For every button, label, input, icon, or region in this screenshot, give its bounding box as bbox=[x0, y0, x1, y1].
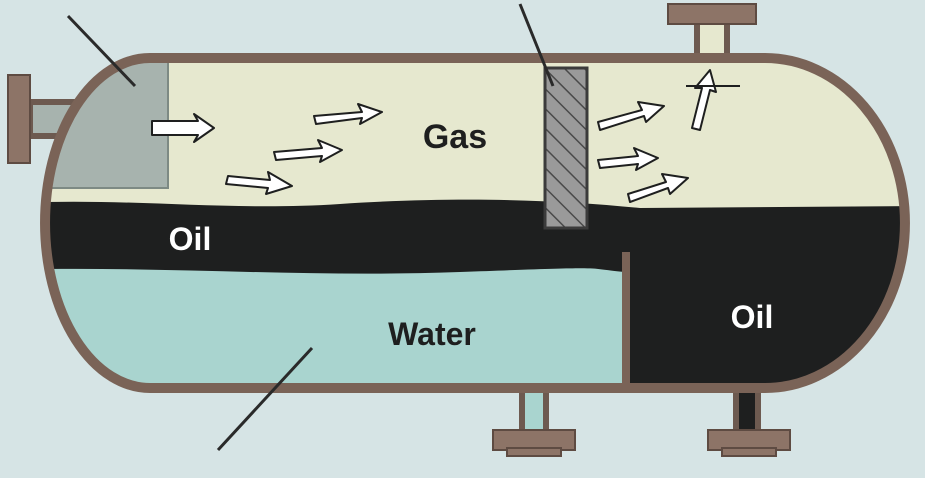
flow-arrow bbox=[273, 139, 343, 163]
flow-arrow bbox=[597, 147, 659, 171]
flow-arrow bbox=[597, 101, 665, 131]
flow-arrow bbox=[151, 113, 215, 143]
vessel-wall bbox=[40, 53, 910, 393]
flow-arrow bbox=[313, 103, 383, 125]
flow-arrow bbox=[627, 173, 689, 203]
label-gas: Gas bbox=[423, 118, 487, 156]
weir-plate bbox=[622, 252, 630, 388]
label-water: Water bbox=[388, 316, 476, 352]
mist-extractor bbox=[543, 66, 589, 230]
label-oil-right: Oil bbox=[731, 299, 774, 335]
leader-line-mist-extractor bbox=[518, 3, 555, 87]
label-oil-left: Oil bbox=[169, 221, 212, 257]
water-layer bbox=[45, 268, 625, 388]
leader-line-water bbox=[216, 346, 314, 452]
leader-line-inlet-diverter bbox=[66, 14, 137, 88]
flow-arrow bbox=[225, 171, 293, 195]
